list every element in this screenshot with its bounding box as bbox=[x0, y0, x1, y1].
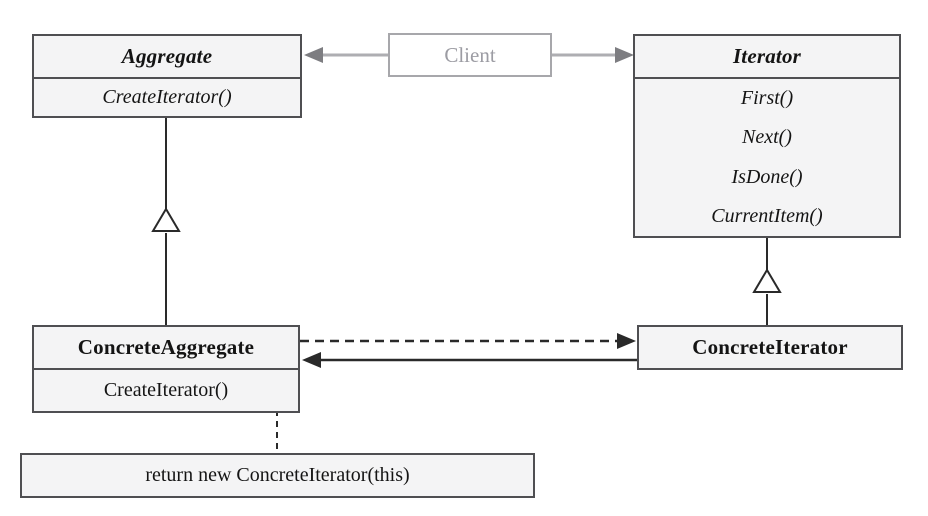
association-concreteiterator-concreteaggregate bbox=[302, 352, 637, 368]
method-currentitem: CurrentItem() bbox=[711, 204, 823, 227]
inheritance-concreteaggregate-aggregate bbox=[151, 118, 181, 325]
method-createiterator: CreateIterator() bbox=[102, 86, 232, 108]
association-client-iterator bbox=[552, 47, 634, 63]
class-title-client: Client bbox=[444, 42, 496, 67]
arrowhead-left-icon bbox=[304, 47, 323, 63]
method-list: CreateIterator() bbox=[34, 370, 298, 411]
method-next: Next() bbox=[742, 126, 792, 149]
class-box-concreteaggregate: ConcreteAggregate CreateIterator() bbox=[32, 325, 300, 413]
arrowhead-right-icon bbox=[617, 333, 636, 349]
inheritance-triangle-icon bbox=[752, 268, 782, 293]
class-box-concreteiterator: ConcreteIterator bbox=[637, 325, 903, 370]
class-title-concreteaggregate: ConcreteAggregate bbox=[34, 327, 298, 370]
dependency-concreteaggregate-concreteiterator bbox=[300, 333, 636, 349]
class-title-iterator: Iterator bbox=[635, 36, 899, 79]
method-first: First() bbox=[740, 87, 794, 110]
note-text: return new ConcreteIterator(this) bbox=[145, 464, 410, 486]
inheritance-triangle-icon bbox=[151, 207, 181, 232]
class-title-aggregate: Aggregate bbox=[34, 36, 300, 79]
class-box-client: Client bbox=[388, 33, 552, 77]
method-isdone: IsDone() bbox=[731, 165, 803, 188]
arrowhead-left-icon bbox=[302, 352, 321, 368]
association-client-aggregate bbox=[304, 47, 388, 63]
class-title-concreteiterator: ConcreteIterator bbox=[692, 335, 848, 359]
method-list: First() Next() IsDone() CurrentItem() bbox=[635, 79, 899, 236]
class-box-aggregate: Aggregate CreateIterator() bbox=[32, 34, 302, 118]
inheritance-concreteiterator-iterator bbox=[752, 238, 782, 325]
method-createiterator: CreateIterator() bbox=[103, 379, 229, 401]
method-list: CreateIterator() bbox=[34, 79, 300, 116]
arrowhead-right-icon bbox=[615, 47, 634, 63]
note-box: return new ConcreteIterator(this) bbox=[20, 453, 535, 498]
class-box-iterator: Iterator First() Next() IsDone() Current… bbox=[633, 34, 901, 238]
